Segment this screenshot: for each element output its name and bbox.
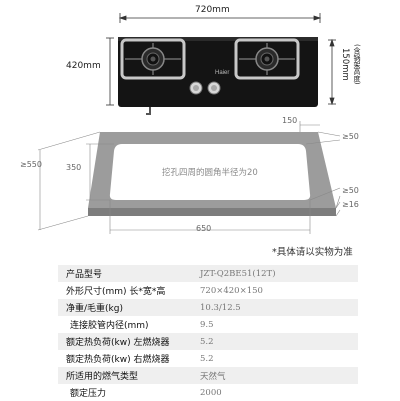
spec-label: 产品型号 <box>58 265 192 282</box>
spec-value: 720×420×150 <box>200 285 263 296</box>
right-burner-icon <box>255 47 279 71</box>
height-label: 150mm <box>340 48 350 81</box>
spec-value: 5.2 <box>200 353 214 364</box>
table-row: 额定热负荷(kw) 左燃烧器 5.2 <box>58 333 358 350</box>
table-row: 额定压力 2000 <box>58 384 358 401</box>
table-row: 所适用的燃气类型 天然气 <box>58 367 358 384</box>
spec-label: 外形尺寸(mm) 长*宽*高 <box>66 287 166 297</box>
thickness-label: ≥16 <box>342 200 359 209</box>
disclaimer-note: *具体请以实物为准 <box>272 247 353 258</box>
spec-label: 连接胶管内径(mm) <box>70 321 149 331</box>
height-dimension-line <box>328 38 336 106</box>
gap-bottom-right-label: ≥50 <box>342 186 359 195</box>
table-row: 外形尺寸(mm) 长*宽*高 720×420×150 <box>58 282 358 299</box>
spec-value: 9.5 <box>200 319 214 330</box>
gap-top-right-label: ≥50 <box>342 132 359 141</box>
depth-label: 420mm <box>66 61 101 71</box>
table-row: 额定热负荷(kw) 右燃烧器 5.2 <box>58 350 358 367</box>
spec-label: 额定热负荷(kw) 右燃烧器 <box>66 355 170 365</box>
cutout-right-label: 150 <box>282 116 298 125</box>
min-left-label: ≥550 <box>20 160 42 169</box>
height-value: 150mm <box>340 48 350 81</box>
spec-label: 额定热负荷(kw) 左燃烧器 <box>58 333 192 350</box>
cutout-hole <box>109 144 311 200</box>
spec-value: 2000 <box>200 387 222 398</box>
cutout-width-label: 650 <box>196 224 212 233</box>
spec-value: JZT-Q2BE51(12T) <box>192 265 358 282</box>
height-note: (含锅架高度) <box>353 44 361 85</box>
table-row: 净重/毛重(kg) 10.3/12.5 <box>58 299 358 316</box>
spec-value: 10.3/12.5 <box>192 299 358 316</box>
spec-value: 天然气 <box>192 367 358 384</box>
depth-dimension-line <box>106 37 114 106</box>
brand-logo: Haier <box>215 70 230 76</box>
spec-label: 净重/毛重(kg) <box>58 299 192 316</box>
cutout-depth-label: 350 <box>66 163 82 172</box>
cutout-diagram <box>37 121 341 234</box>
width-dimension-line <box>118 13 322 23</box>
spec-label: 所适用的燃气类型 <box>58 367 192 384</box>
spec-label: 额定压力 <box>70 389 107 399</box>
width-label: 720mm <box>195 5 230 15</box>
spec-value: 5.2 <box>192 333 358 350</box>
left-burner-icon <box>141 47 165 71</box>
right-knob-icon <box>207 81 221 95</box>
spec-table: 产品型号 JZT-Q2BE51(12T) 外形尺寸(mm) 长*宽*高 720×… <box>58 265 358 401</box>
table-row: 连接胶管内径(mm) 9.5 <box>58 316 358 333</box>
table-row: 产品型号 JZT-Q2BE51(12T) <box>58 265 358 282</box>
cooktop-diagram <box>106 13 336 115</box>
left-knob-icon <box>189 81 203 95</box>
gas-pipe-icon <box>146 107 151 115</box>
corner-hint: 挖孔四周的圆角半径为20 <box>162 168 258 178</box>
